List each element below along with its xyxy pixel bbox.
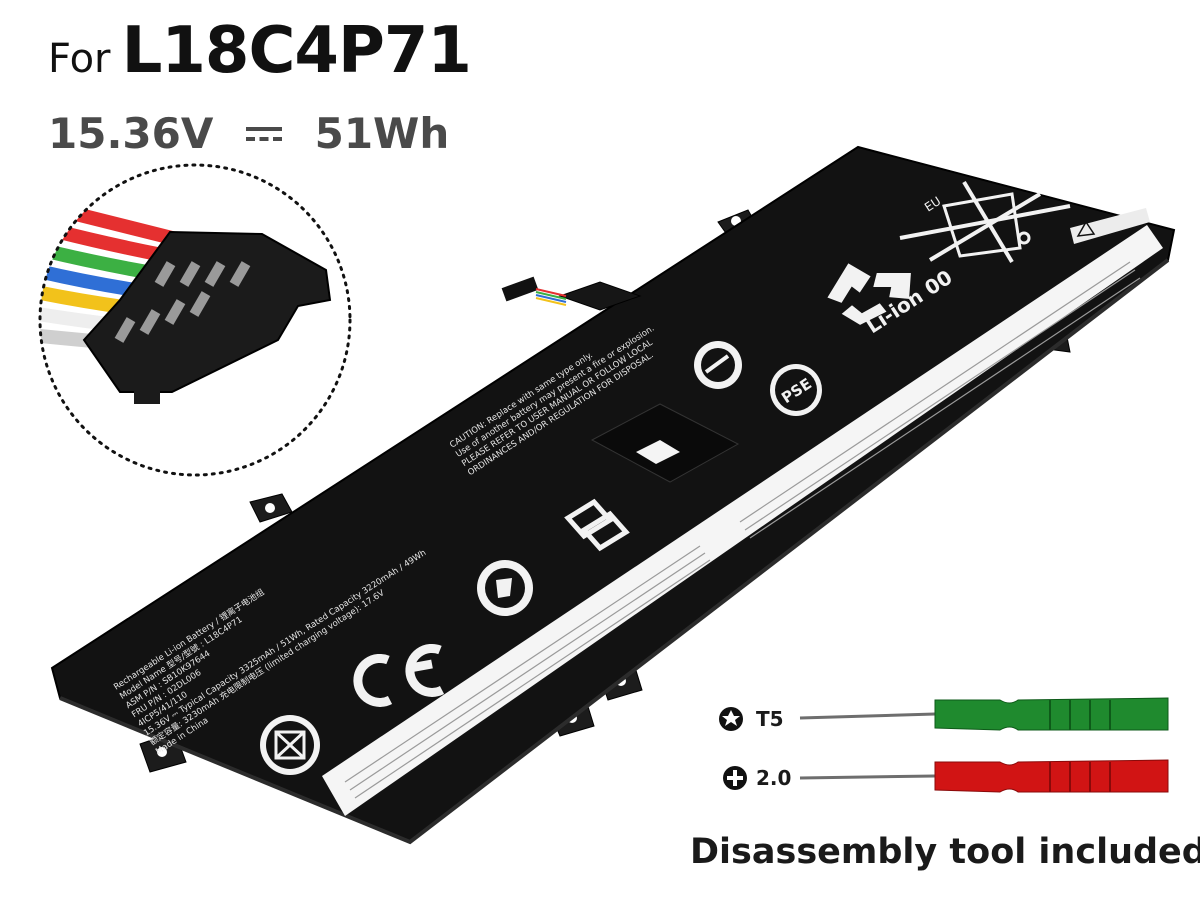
connector-latch	[134, 360, 160, 404]
torx-t5-screwdriver	[799, 697, 1169, 731]
dc-current-icon	[245, 126, 282, 141]
warning-triangle-icon	[1076, 220, 1096, 237]
phillips-handle	[934, 759, 1169, 793]
connector-pins	[114, 261, 251, 343]
phillips-bit-icon	[723, 766, 747, 790]
ce-mark-icon	[353, 643, 445, 707]
battery-connector-tab	[501, 276, 642, 311]
recycling-circle-icon	[477, 560, 533, 616]
t5-handle-grip	[1049, 700, 1111, 730]
phillips-tool-label: 2.0	[756, 766, 792, 790]
t5-tool-label: T5	[756, 707, 784, 731]
crossed-bin-icon	[899, 180, 1071, 264]
product-title: For L18C4P71	[48, 14, 472, 88]
voltage-value: 15.36V	[48, 109, 214, 158]
battery-pack: CAUTION: Replace with same type only. Us…	[50, 145, 1176, 845]
connector-zoom	[38, 163, 352, 477]
recycle-logo-icon	[564, 498, 630, 552]
title-model-number: L18C4P71	[121, 14, 472, 88]
t5-handle	[934, 697, 1169, 731]
battery-cutout-window	[636, 440, 680, 464]
phillips-handle-grip	[1049, 762, 1111, 792]
torx-bit-icon	[719, 707, 743, 731]
spec-line: 15.36V 51Wh	[48, 106, 449, 158]
connector-housing	[82, 230, 332, 393]
zoom-circle-outline	[38, 163, 352, 477]
pse-mark-icon: PSE	[770, 364, 822, 416]
disassembly-tool-caption: Disassembly tool included	[690, 832, 1200, 872]
energy-value: 51Wh	[314, 109, 450, 158]
li-ion-recycle-icon	[824, 260, 914, 328]
title-prefix: For	[48, 36, 111, 82]
weee-square-icon	[260, 715, 320, 775]
certification-circle-icon	[694, 341, 742, 389]
battery-edge	[59, 258, 1170, 845]
warning-strip-text	[344, 261, 1141, 799]
phillips-2-screwdriver	[799, 759, 1169, 793]
